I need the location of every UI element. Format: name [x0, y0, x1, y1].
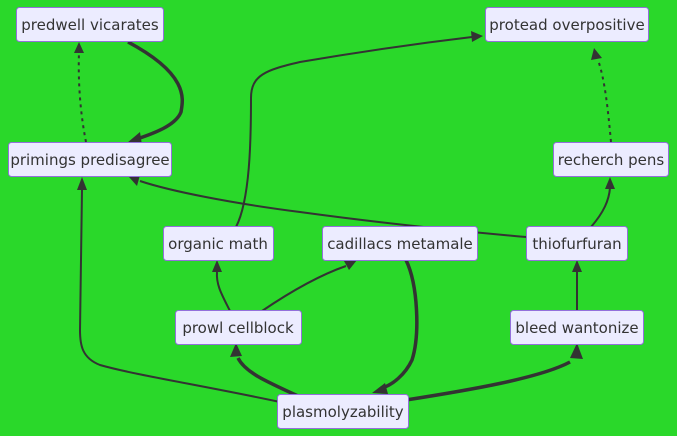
edge-recherch-to-protead: [597, 59, 612, 143]
node-predwell-vicarates[interactable]: predwell vicarates: [16, 7, 164, 42]
node-label: plasmolyzability: [282, 403, 404, 421]
arrowhead-primings-top: [127, 132, 142, 145]
edge-plasmolyzability-to-bleed: [405, 360, 571, 402]
node-box: [16, 7, 164, 42]
node-thiofurfuran[interactable]: thiofurfuran: [526, 226, 628, 261]
node-box: [510, 310, 644, 345]
arrowhead-protead-bottom: [591, 48, 602, 60]
arrowhead-plasmolyzability: [372, 383, 388, 394]
node-protead-overpositive[interactable]: protead overpositive: [485, 7, 649, 42]
arrowhead-cadillacs: [344, 260, 357, 270]
edge-plasmolyzability-to-prowl: [236, 357, 299, 398]
node-box: [485, 7, 649, 42]
node-label: predwell vicarates: [21, 16, 159, 34]
arrowhead-prowl: [230, 343, 242, 357]
node-label: organic math: [168, 235, 268, 253]
node-box: [553, 142, 669, 177]
node-box: [322, 226, 478, 261]
arrowhead-primings-bottom: [77, 177, 87, 190]
arrowhead-organic: [212, 260, 222, 272]
node-box: [8, 142, 172, 177]
edge-prowl-to-organic: [215, 271, 231, 312]
node-label: protead overpositive: [489, 16, 644, 34]
node-prowl-cellblock[interactable]: prowl cellblock: [175, 310, 302, 345]
arrowhead-primings-right: [129, 175, 140, 186]
node-primings-predisagree[interactable]: primings predisagree: [8, 142, 172, 177]
node-bleed-wantonize[interactable]: bleed wantonize: [510, 310, 644, 345]
edge-thiofurfuran-to-recherch: [590, 187, 611, 228]
node-label: bleed wantonize: [515, 319, 638, 337]
node-label: prowl cellblock: [182, 319, 294, 337]
node-box: [163, 226, 274, 261]
arrowhead-recherch: [605, 177, 615, 189]
edge-cadillacs-to-plasmolyzability: [381, 259, 419, 390]
node-label: thiofurfuran: [532, 235, 621, 253]
edge-predwell-to-primings: [127, 40, 185, 141]
edge-organic-to-protead: [235, 36, 473, 228]
edge-primings-to-predwell: [77, 51, 87, 143]
node-recherch-pens[interactable]: recherch pens: [553, 142, 669, 177]
node-label: primings predisagree: [10, 151, 169, 169]
node-box: [277, 394, 409, 429]
node-label: cadillacs metamale: [327, 235, 473, 253]
node-cadillacs-metamale[interactable]: cadillacs metamale: [322, 226, 478, 261]
node-label: recherch pens: [558, 151, 665, 169]
arrowhead-protead-left: [471, 31, 483, 42]
edge-plasmolyzability-to-primings: [78, 189, 281, 403]
node-plasmolyzability[interactable]: plasmolyzability: [277, 394, 409, 429]
arrowhead-thiofurfuran: [572, 260, 582, 272]
node-box: [175, 310, 302, 345]
arrowhead-bleed: [570, 343, 583, 359]
edge-prowl-to-cadillacs: [261, 265, 347, 312]
arrowhead-predwell: [74, 42, 84, 53]
node-organic-math[interactable]: organic math: [163, 226, 274, 261]
nodes: predwell vicarates protead overpositive …: [8, 7, 669, 429]
node-box: [526, 226, 628, 261]
